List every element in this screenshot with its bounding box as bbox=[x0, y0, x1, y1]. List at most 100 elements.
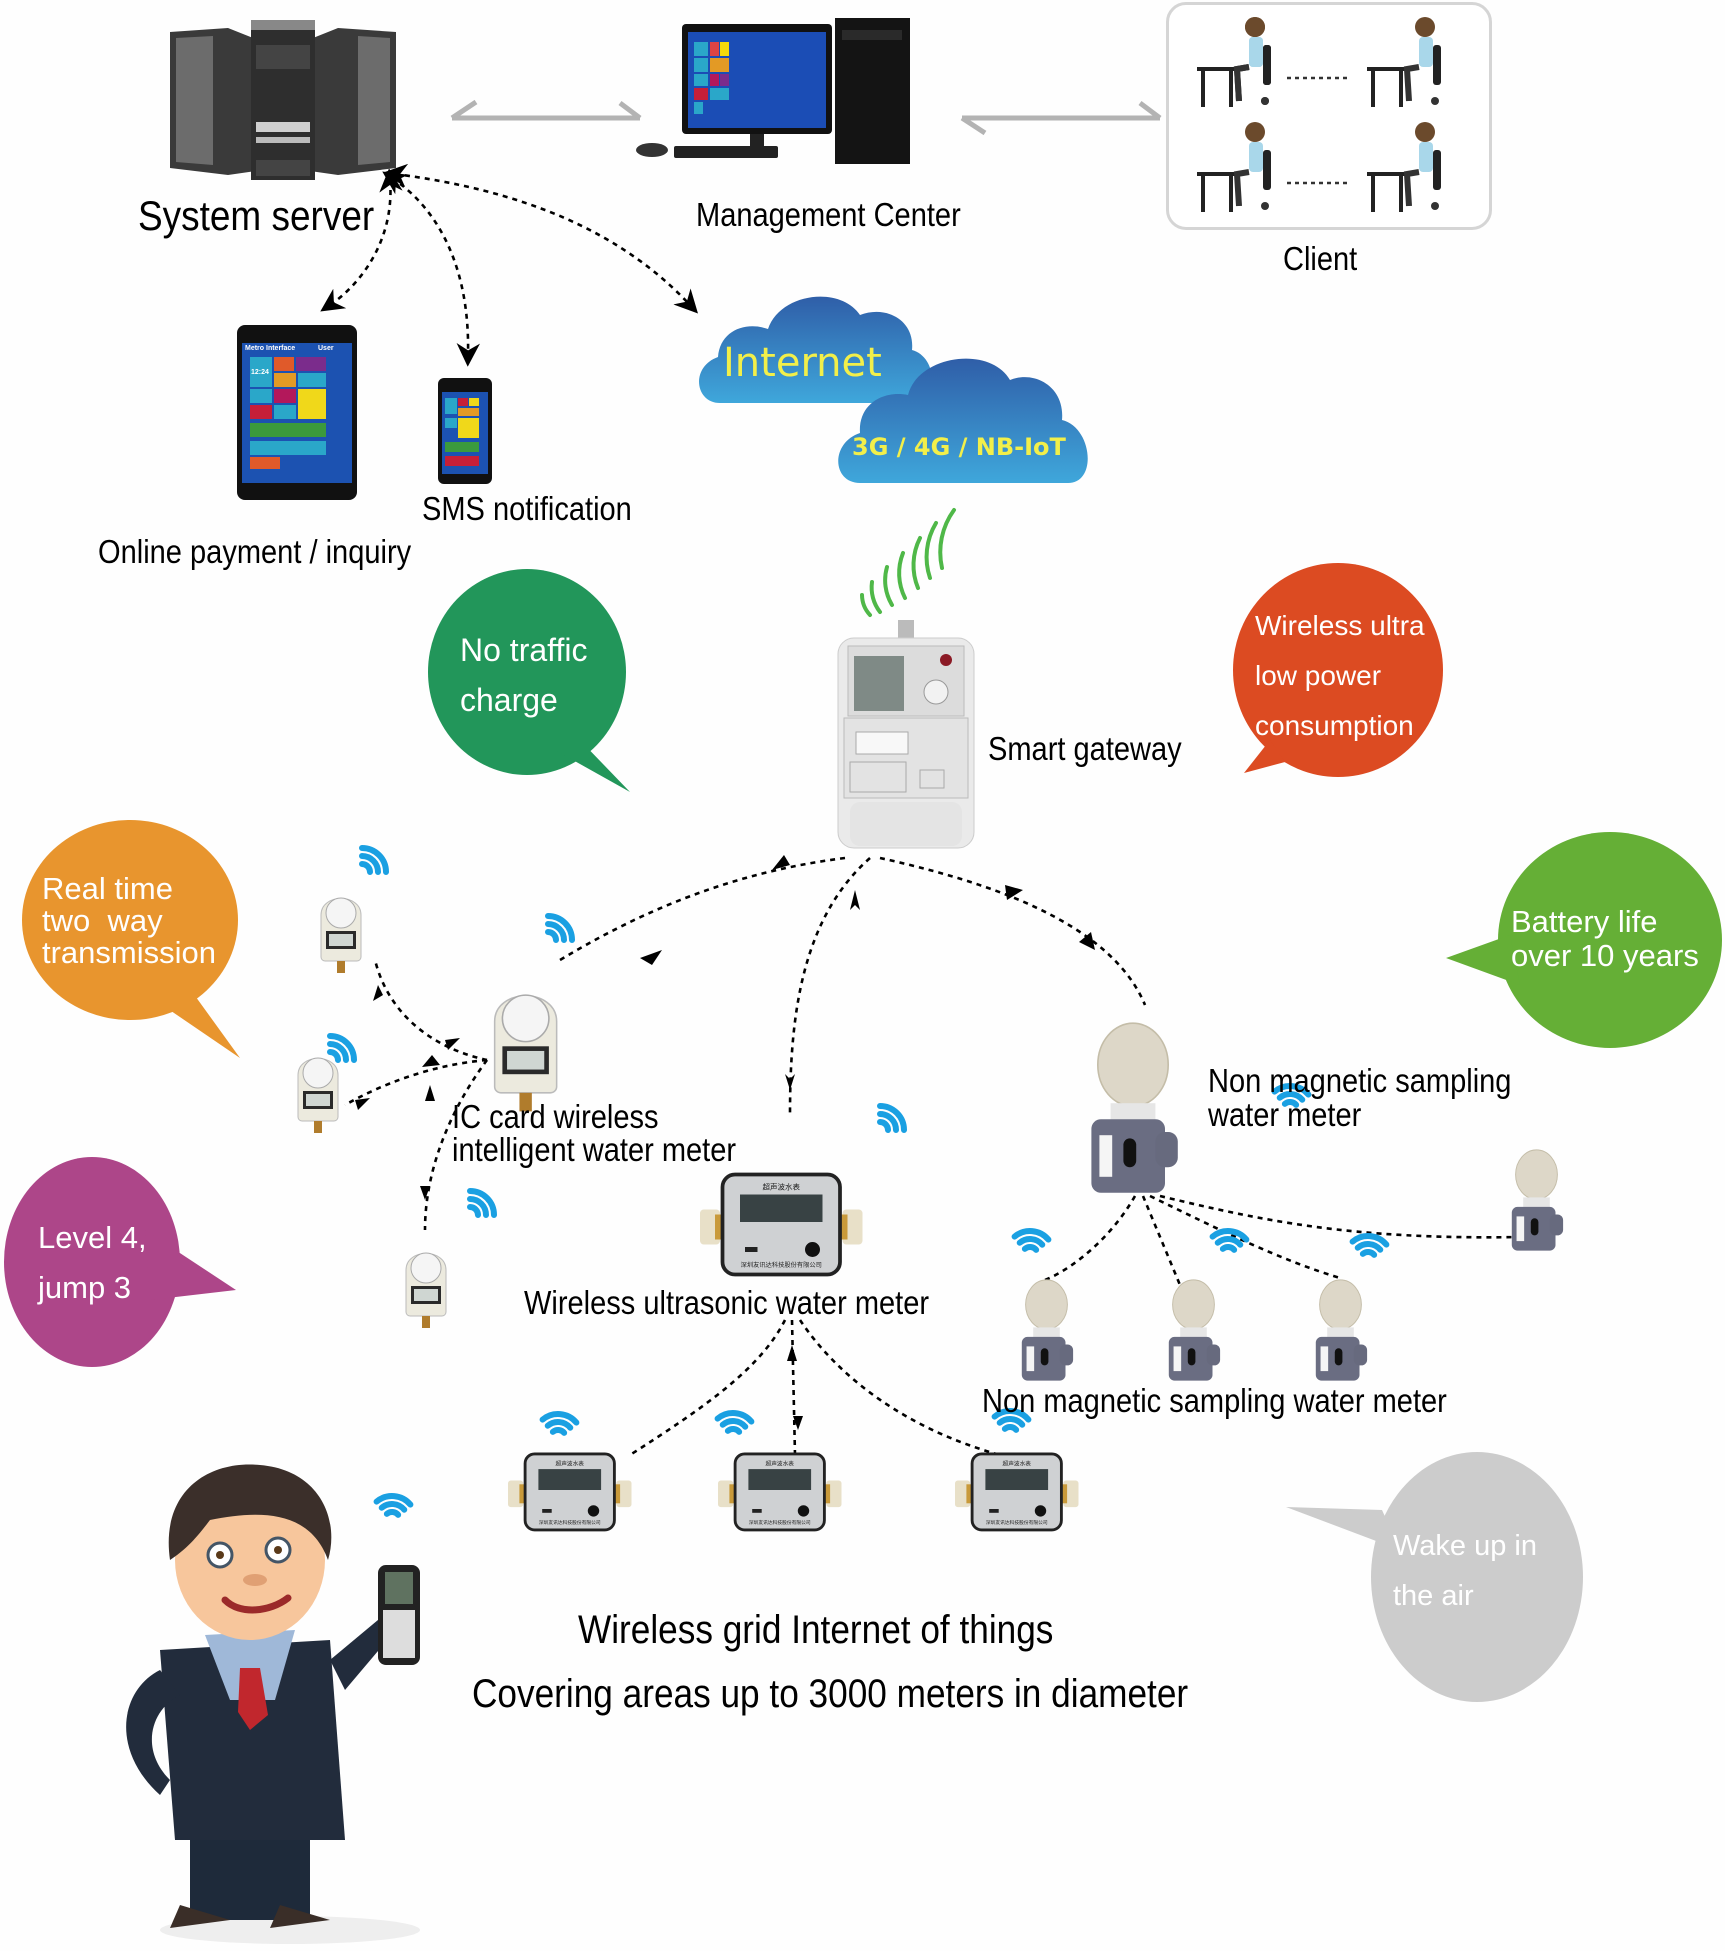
ic-card-meter-icon bbox=[318, 885, 364, 975]
wifi-icon bbox=[359, 845, 389, 875]
tablet-screen-user: User bbox=[318, 345, 334, 352]
bubble-real-time-line2: two way bbox=[42, 903, 163, 938]
non-magnetic-meter-icon bbox=[1018, 1278, 1075, 1383]
link-nonmag-1 bbox=[1044, 1195, 1137, 1282]
meter-reader-person-icon bbox=[100, 1450, 480, 1950]
wifi-icon bbox=[373, 1493, 414, 1518]
server-management-arrow bbox=[450, 99, 642, 121]
bubble-low-power bbox=[1233, 563, 1443, 777]
tablet-icon: Metro Interface User 12:24 bbox=[237, 325, 357, 500]
bubble-real-time bbox=[22, 820, 240, 1058]
bubble-battery bbox=[1446, 832, 1722, 1048]
link-nonmag-4 bbox=[1159, 1194, 1521, 1239]
management-center-label: Management Center bbox=[696, 196, 961, 233]
ultrasonic-meter-icon: 超声波水表深圳友讯达科技股份有限公司 bbox=[955, 1452, 1079, 1533]
wifi-icon bbox=[991, 1408, 1032, 1433]
link-ic-meter3 bbox=[423, 1059, 489, 1231]
wifi-icon bbox=[1349, 1233, 1390, 1258]
link-gateway-ic bbox=[559, 856, 846, 962]
bubble-wake-up-line2: the air bbox=[1393, 1580, 1474, 1612]
wifi-icon bbox=[327, 1033, 357, 1063]
svg-text:超声波水表: 超声波水表 bbox=[1003, 1459, 1032, 1467]
internet-cloud: Internet bbox=[690, 285, 940, 405]
link-ultra-b1 bbox=[629, 1319, 787, 1457]
ultrasonic-meter-label: Wireless ultrasonic water meter bbox=[524, 1284, 930, 1321]
link-ic-meter2 bbox=[344, 1058, 488, 1107]
tablet-screen-title: Metro Interface bbox=[245, 345, 296, 352]
bubble-level-line1: Level 4, bbox=[38, 1220, 147, 1255]
non-magnetic-meter-icon bbox=[1085, 1020, 1181, 1196]
bubble-real-time-line3: transmission bbox=[42, 935, 216, 970]
ultrasonic-meter-icon: 超声波水表深圳友讯达科技股份有限公司 bbox=[700, 1172, 863, 1278]
non-magnetic-group-label: Non magnetic sampling water meter bbox=[982, 1382, 1447, 1419]
link-ultra-b2 bbox=[790, 1319, 797, 1456]
svg-text:超声波水表: 超声波水表 bbox=[766, 1459, 795, 1467]
ic-card-meter-icon bbox=[403, 1240, 449, 1330]
ic-card-meter-icon bbox=[490, 975, 561, 1115]
bubble-low-power-line2: low power bbox=[1255, 660, 1382, 691]
wifi-icon bbox=[467, 1188, 497, 1218]
online-payment-label: Online payment / inquiry bbox=[98, 533, 412, 570]
svg-text:深圳友讯达科技股份有限公司: 深圳友讯达科技股份有限公司 bbox=[749, 1519, 811, 1526]
system-server-label: System server bbox=[138, 192, 375, 239]
bubble-low-power-line3: consumption bbox=[1255, 710, 1414, 741]
server-rack-icon bbox=[168, 20, 398, 180]
svg-text:超声波水表: 超声波水表 bbox=[556, 1459, 585, 1467]
svg-text:深圳友讯达科技股份有限公司: 深圳友讯达科技股份有限公司 bbox=[986, 1519, 1048, 1526]
arrowheads bbox=[355, 855, 1095, 1430]
link-ultra-b3 bbox=[798, 1319, 1001, 1457]
wifi-icon bbox=[1011, 1228, 1052, 1253]
client-group bbox=[1166, 2, 1492, 230]
smartphone-icon bbox=[438, 378, 492, 484]
bubble-level bbox=[4, 1157, 236, 1367]
bubble-level-line2: jump 3 bbox=[38, 1270, 132, 1305]
non-magnetic-meter-icon bbox=[1165, 1278, 1222, 1383]
client-management-arrow bbox=[960, 101, 1162, 136]
wifi-icon bbox=[539, 1411, 580, 1436]
svg-text:深圳友讯达科技股份有限公司: 深圳友讯达科技股份有限公司 bbox=[741, 1260, 822, 1269]
desktop-computer-icon bbox=[630, 14, 930, 164]
cellular-cloud-label: 3G / 4G / NB-IoT bbox=[852, 433, 1066, 461]
gateway-signal-icon bbox=[860, 508, 956, 617]
bubble-wake-up-line1: Wake up in bbox=[1393, 1530, 1537, 1562]
wifi-icon bbox=[1271, 1083, 1312, 1108]
non-magnetic-meter-icon bbox=[1312, 1278, 1369, 1383]
bubble-no-traffic-line1: No traffic bbox=[460, 632, 588, 668]
ic-card-meter-icon bbox=[295, 1045, 341, 1135]
svg-text:深圳友讯达科技股份有限公司: 深圳友讯达科技股份有限公司 bbox=[539, 1519, 601, 1526]
diagram-subtitle: Covering areas up to 3000 meters in diam… bbox=[472, 1672, 1189, 1716]
gateway-device-icon bbox=[836, 612, 976, 850]
ultrasonic-meter-icon: 超声波水表深圳友讯达科技股份有限公司 bbox=[508, 1452, 632, 1533]
tablet-screen-time: 12:24 bbox=[251, 369, 269, 376]
bubble-no-traffic bbox=[428, 569, 630, 792]
smart-gateway-label: Smart gateway bbox=[988, 730, 1182, 767]
bubble-battery-line1: Battery life bbox=[1511, 904, 1658, 939]
non-magnetic-main-label-line2: water meter bbox=[1208, 1096, 1362, 1133]
cloud-icon bbox=[699, 296, 932, 403]
link-gateway-ultra bbox=[788, 857, 871, 1116]
non-magnetic-meter-icon bbox=[1508, 1148, 1565, 1253]
wifi-icon bbox=[545, 913, 575, 943]
bubble-low-power-line1: Wireless ultra bbox=[1255, 610, 1425, 641]
wifi-icon bbox=[714, 1410, 755, 1435]
internet-cloud-label: Internet bbox=[723, 340, 882, 386]
client-label: Client bbox=[1283, 240, 1358, 277]
link-nonmag-2 bbox=[1141, 1195, 1182, 1286]
link-nonmag-3 bbox=[1149, 1194, 1341, 1280]
non-magnetic-main-label-line1: Non magnetic sampling bbox=[1208, 1062, 1512, 1099]
ic-card-meter-label-line2: intelligent water meter bbox=[452, 1131, 737, 1168]
bubble-real-time-line1: Real time bbox=[42, 871, 173, 906]
wifi-icon bbox=[1209, 1228, 1250, 1253]
bubble-no-traffic-line2: charge bbox=[460, 682, 558, 718]
link-server-internet bbox=[383, 163, 698, 314]
bubble-wake-up bbox=[1286, 1452, 1583, 1702]
diagram-title: Wireless grid Internet of things bbox=[578, 1608, 1054, 1652]
svg-text:超声波水表: 超声波水表 bbox=[763, 1182, 801, 1192]
cloud-icon bbox=[838, 358, 1088, 483]
ic-card-meter-label-line1: IC card wireless bbox=[452, 1098, 659, 1135]
wifi-icon bbox=[877, 1103, 907, 1133]
ultrasonic-meter-icon: 超声波水表深圳友讯达科技股份有限公司 bbox=[718, 1452, 842, 1533]
